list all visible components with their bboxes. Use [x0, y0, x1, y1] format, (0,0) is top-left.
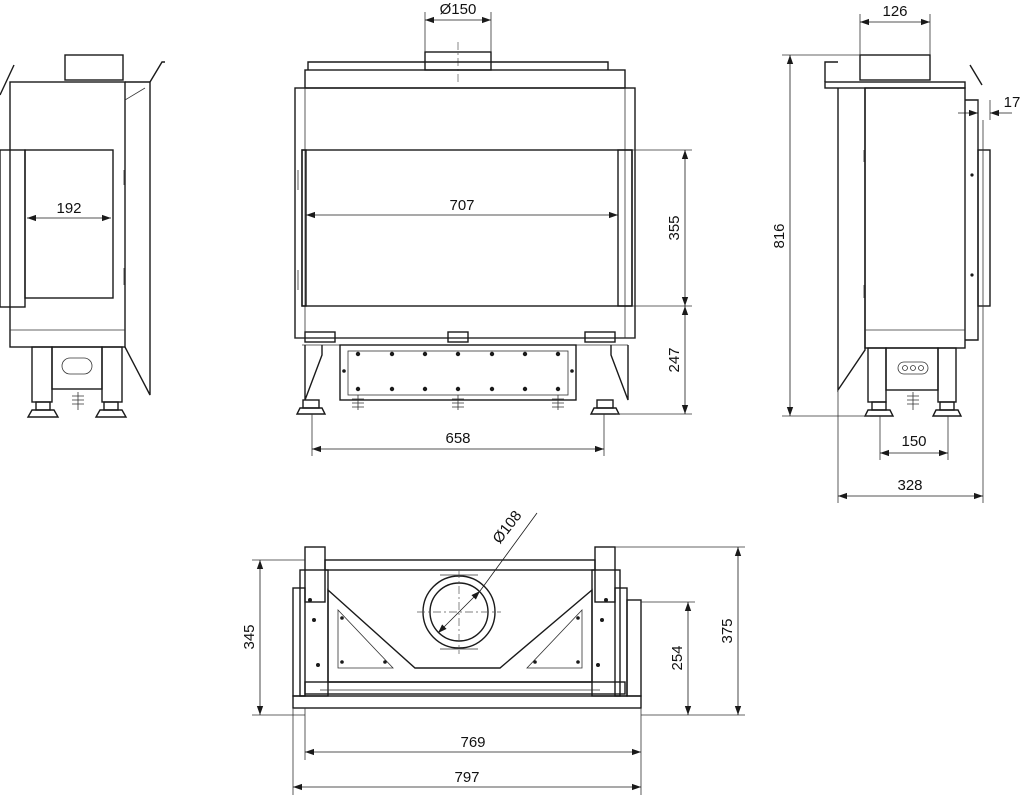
dim-side-leg-span: 150 [901, 433, 926, 450]
adjuster-screws [352, 395, 564, 410]
dim-side-glass-width: 192 [56, 200, 81, 217]
dim-base-height: 247 [666, 347, 683, 372]
right-side-view: 126 17 816 150 328 [771, 3, 1020, 503]
dim-front-leg-span: 658 [445, 430, 470, 447]
front-view: Ø150 707 355 247 658 [294, 1, 692, 456]
dim-flue-diameter: Ø150 [440, 1, 477, 18]
dim-top-total-depth: 375 [719, 618, 736, 643]
dim-top-inner-depth: 254 [669, 645, 686, 670]
dim-front-glass-width: 707 [449, 197, 474, 214]
dim-glass-height: 355 [666, 215, 683, 240]
dim-top-flue-diameter: Ø108 [489, 508, 525, 547]
top-view: Ø108 345 254 375 769 797 [241, 508, 745, 795]
dim-top-left-depth: 345 [241, 624, 258, 649]
dim-total-depth: 328 [897, 477, 922, 494]
left-side-view: 192 [0, 54, 165, 418]
dim-top-total-width: 797 [454, 769, 479, 786]
dim-top-inner-width: 769 [460, 734, 485, 751]
dim-side-flue-width: 126 [882, 3, 907, 20]
dim-total-height: 816 [771, 223, 788, 248]
dim-side-top-offset: 17 [1004, 94, 1021, 111]
